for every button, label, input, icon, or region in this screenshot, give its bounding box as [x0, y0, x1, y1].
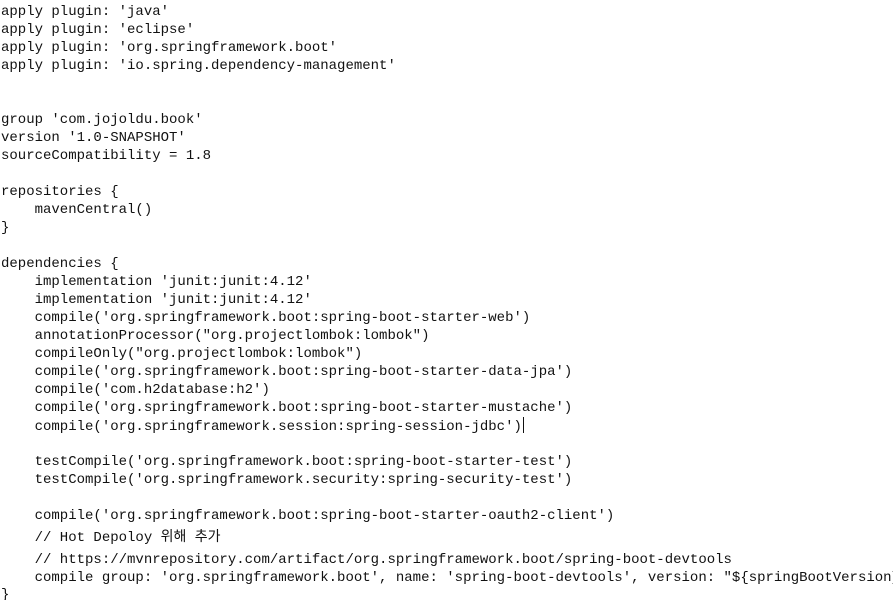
code-line[interactable]: compile('org.springframework.boot:spring… — [1, 364, 573, 380]
code-line[interactable]: mavenCentral() — [1, 202, 153, 218]
code-line[interactable]: compileOnly("org.projectlombok:lombok") — [1, 346, 363, 362]
code-line[interactable]: group 'com.jojoldu.book' — [1, 112, 203, 128]
code-line[interactable]: apply plugin: 'eclipse' — [1, 22, 195, 38]
code-line[interactable]: compile group: 'org.springframework.boot… — [1, 570, 893, 586]
code-line[interactable]: compile('com.h2database:h2') — [1, 382, 270, 398]
code-line-text: compile('org.springframework.session:spr… — [1, 419, 522, 435]
code-line[interactable]: apply plugin: 'io.spring.dependency-mana… — [1, 58, 396, 74]
code-line[interactable]: testCompile('org.springframework.securit… — [1, 472, 573, 488]
text-cursor — [522, 417, 524, 433]
code-line[interactable]: repositories { — [1, 184, 119, 200]
code-line[interactable]: dependencies { — [1, 256, 119, 272]
code-line-active[interactable]: compile('org.springframework.session:spr… — [1, 417, 524, 435]
code-line[interactable]: // https://mvnrepository.com/artifact/or… — [1, 552, 732, 568]
code-line[interactable]: apply plugin: 'java' — [1, 4, 170, 20]
code-line[interactable]: testCompile('org.springframework.boot:sp… — [1, 454, 573, 470]
code-line[interactable]: annotationProcessor("org.projectlombok:l… — [1, 328, 430, 344]
code-line[interactable]: apply plugin: 'org.springframework.boot' — [1, 40, 338, 56]
code-line[interactable]: compile('org.springframework.boot:spring… — [1, 310, 531, 326]
code-line[interactable]: implementation 'junit:junit:4.12' — [1, 292, 312, 308]
code-line[interactable]: implementation 'junit:junit:4.12' — [1, 274, 312, 290]
code-line[interactable]: version '1.0-SNAPSHOT' — [1, 130, 186, 146]
code-line[interactable]: // Hot Depoloy 위해 추가 — [1, 530, 221, 546]
code-line[interactable]: compile('org.springframework.boot:spring… — [1, 400, 573, 416]
code-line[interactable]: sourceCompatibility = 1.8 — [1, 148, 212, 164]
code-line[interactable]: compile('org.springframework.boot:spring… — [1, 508, 615, 524]
code-line[interactable]: } — [1, 220, 10, 236]
code-line[interactable]: } — [1, 587, 10, 600]
